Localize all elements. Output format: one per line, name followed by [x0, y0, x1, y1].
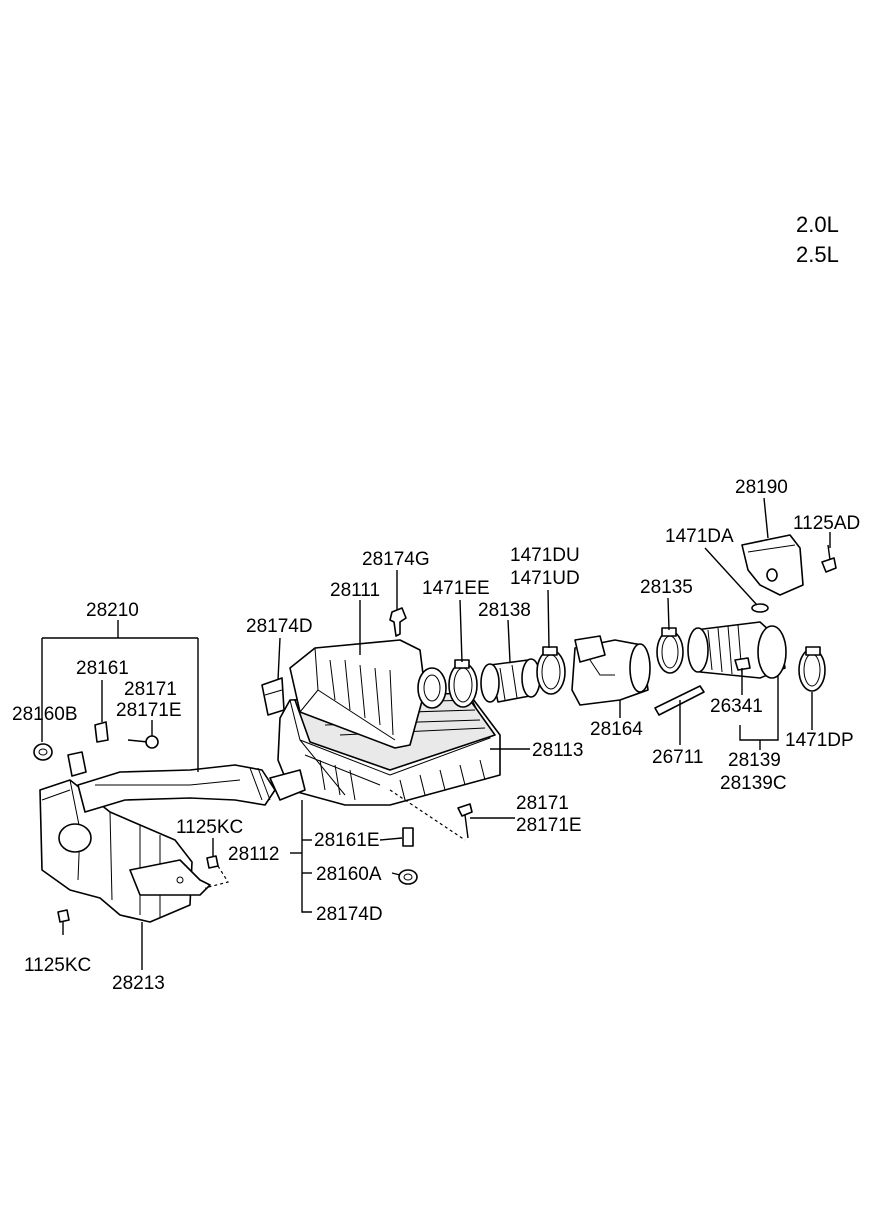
- hose-28138: [480, 658, 541, 703]
- resonator-28213: [39, 779, 211, 923]
- hose-clamp-1471EE: [448, 659, 478, 708]
- callout-1471DA: 1471DA: [665, 526, 734, 547]
- callout-28174D-top: 28174D: [246, 616, 313, 637]
- callout-1125KC-bottom: 1125KC: [24, 955, 91, 976]
- bolt-28171-left: [127, 735, 159, 749]
- callout-1471EE: 1471EE: [422, 578, 490, 599]
- callout-28161: 28161: [76, 658, 129, 679]
- airflow-duct-28164: [571, 635, 651, 706]
- grommet-28160A: [398, 869, 418, 885]
- hose-clamp-1471DU: [536, 646, 566, 695]
- engine-label-2.0l: 2.0L: [796, 212, 839, 237]
- callout-28139: 28139: [728, 750, 781, 771]
- callout-28171-right: 28171: [516, 793, 569, 814]
- engine-label-2.5l: 2.5L: [796, 242, 839, 267]
- callout-26341: 26341: [710, 696, 763, 717]
- callout-28164: 28164: [590, 719, 643, 740]
- pin-28161: [94, 721, 109, 743]
- bolt-1125AD: [821, 544, 837, 573]
- callout-28213: 28213: [112, 973, 165, 994]
- hose-clamp-1471DP: [798, 646, 826, 692]
- bracket-28174D-top: [261, 677, 285, 716]
- intake-hose-28139: [687, 621, 787, 679]
- callout-28139C: 28139C: [720, 773, 787, 794]
- bracket-28190: [741, 534, 804, 596]
- bolt-28171-right: [457, 803, 473, 839]
- callout-28210: 28210: [86, 600, 139, 621]
- hose-clamp-28135: [656, 627, 684, 674]
- callout-28138: 28138: [478, 600, 531, 621]
- ring-1471DA: [751, 603, 769, 613]
- callout-28174G: 28174G: [362, 549, 430, 570]
- callout-28160B: 28160B: [12, 704, 78, 725]
- callout-28171E-right: 28171E: [516, 815, 582, 836]
- leader-lines: [41, 497, 831, 970]
- callout-28190: 28190: [735, 477, 788, 498]
- callout-28171E-left: 28171E: [116, 700, 182, 721]
- callout-1471UD: 1471UD: [510, 568, 580, 589]
- callout-28174D-bottom: 28174D: [316, 904, 383, 925]
- air-cleaner-cover-28111: [289, 639, 447, 749]
- callout-1471DP: 1471DP: [785, 730, 854, 751]
- callout-28161E: 28161E: [314, 830, 380, 851]
- callout-28160A: 28160A: [316, 864, 382, 885]
- grommet-28160B: [33, 743, 53, 761]
- bolt-1125KC-mid: [206, 855, 219, 869]
- callout-28171-left: 28171: [124, 679, 177, 700]
- callout-labels: 28190 1125AD 1471DA 28174G 1471DU 1471UD…: [12, 477, 860, 994]
- callout-1471DU: 1471DU: [510, 545, 580, 566]
- callout-26711: 26711: [652, 747, 703, 768]
- callout-28112: 28112: [228, 844, 279, 865]
- clip-28174G: [389, 607, 407, 637]
- pin-28161E: [402, 827, 414, 847]
- callout-1125AD: 1125AD: [793, 513, 860, 534]
- callout-28113: 28113: [532, 740, 583, 761]
- intake-hose-28210: [67, 751, 276, 813]
- callout-28111: 28111: [330, 580, 380, 601]
- callout-1125KC-mid: 1125KC: [176, 817, 243, 838]
- callout-28135: 28135: [640, 577, 693, 598]
- bolt-1125KC-bottom: [57, 909, 70, 935]
